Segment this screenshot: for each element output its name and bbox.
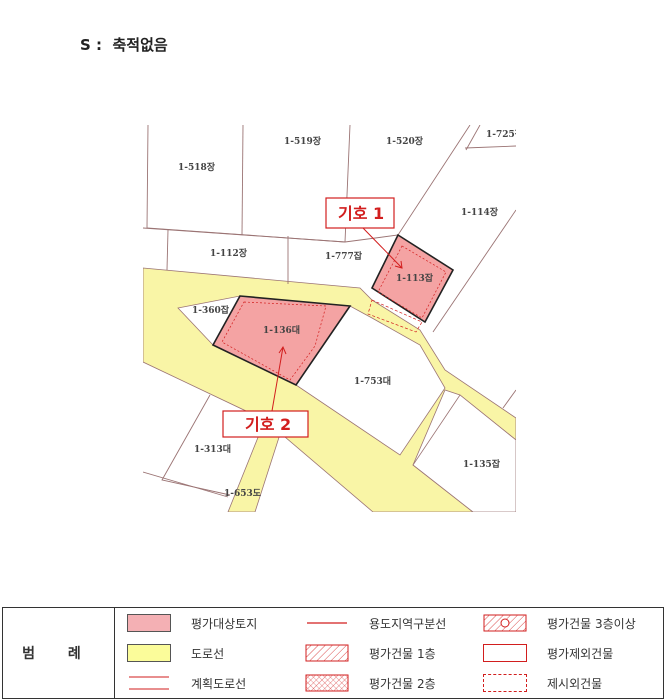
hatch-circle-icon [483, 614, 527, 632]
parcel-label: 1-725장 [486, 128, 524, 140]
parcel-label: 1-112장 [210, 247, 248, 259]
tag-1-label: 기호 1 [338, 204, 384, 223]
parcel-label: 1-135잡 [463, 458, 501, 470]
tag-1: 기호 1 [325, 197, 403, 269]
legend-item: 평가건물 3층이상 [483, 608, 663, 638]
parcel-lines [143, 125, 516, 498]
dashed-outline-icon [483, 674, 527, 692]
legend: 범 례 평가대상토지 용도지역구분선 평가건물 3층이상 도로선 평가건물 1층… [2, 607, 664, 699]
legend-item: 평가제외건물 [483, 638, 663, 668]
parcel-label: 1-136대 [263, 324, 300, 336]
parcel-label: 1-777잡 [325, 250, 363, 262]
parcel-label: 1-520장 [386, 135, 424, 147]
tag-2: 기호 2 [222, 345, 309, 438]
diagonal-hatch-icon [305, 644, 349, 662]
parcel-label: 1-313대 [194, 443, 231, 455]
legend-label: 도로선 [191, 646, 225, 661]
parcel-label: 1-113잡 [396, 272, 434, 284]
tag-2-label: 기호 2 [245, 415, 291, 434]
scale-label: S : [80, 36, 103, 54]
legend-label: 평가대상토지 [191, 616, 258, 631]
legend-item: 도로선 [127, 638, 305, 668]
legend-label: 계획도로선 [191, 676, 247, 691]
legend-label: 평가건물 1층 [369, 646, 436, 661]
parcel-label: 1-360잡 [192, 304, 230, 316]
legend-item: 평가대상토지 [127, 608, 305, 638]
arrow-icon [362, 227, 403, 269]
legend-label: 용도지역구분선 [369, 616, 447, 631]
legend-item: 계획도로선 [127, 668, 305, 698]
legend-label: 평가건물 2층 [369, 676, 436, 691]
cross-hatch-icon [305, 674, 349, 692]
red-outline-icon [483, 644, 527, 662]
legend-item: 평가건물 1층 [305, 638, 483, 668]
yellow-fill-icon [127, 644, 171, 662]
parcel-label: 1-753대 [354, 375, 391, 387]
parcel-label: 1-519장 [284, 135, 322, 147]
pink-fill-icon [127, 614, 171, 632]
scale-value: 축적없음 [112, 36, 168, 54]
legend-label: 평가제외건물 [547, 646, 614, 661]
parcel-label: 1-114장 [461, 206, 499, 218]
arrow-icon [271, 346, 284, 412]
scale-note: S : 축적없음 [80, 34, 168, 55]
legend-label: 제시외건물 [547, 676, 603, 691]
red-line-icon [307, 622, 347, 624]
legend-label: 평가건물 3층이상 [547, 616, 636, 631]
legend-item: 제시외건물 [483, 668, 663, 698]
cadastral-map: 1-518장 1-519장 1-520장 1-725장 1-114장 1-112… [143, 125, 524, 512]
double-red-line-icon [129, 676, 169, 690]
legend-item: 용도지역구분선 [305, 608, 483, 638]
subject-parcel-2 [211, 295, 352, 387]
parcel-label: 1-653도 [224, 488, 262, 499]
legend-item: 평가건물 2층 [305, 668, 483, 698]
parcel-label: 1-518장 [178, 161, 216, 173]
legend-title: 범 례 [3, 608, 115, 698]
